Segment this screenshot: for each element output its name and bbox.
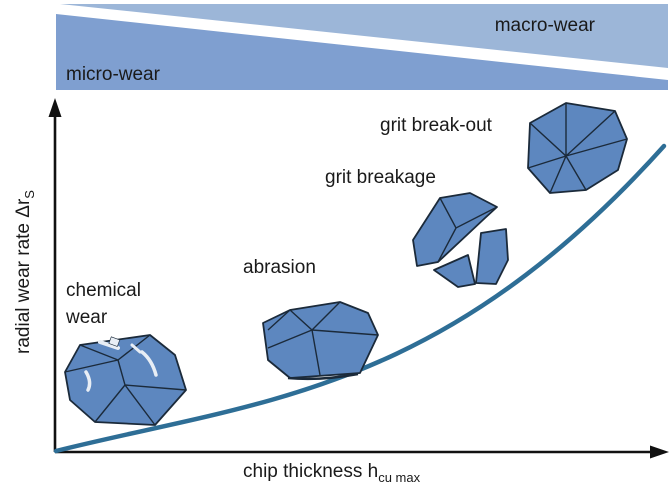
grit-breakage-grain-icon (412, 192, 509, 288)
y-axis-arrow-icon (48, 98, 62, 117)
mechanism-label-abrasion: abrasion (243, 257, 316, 278)
grit-break-out-grain-icon (527, 102, 628, 194)
abrasion-grain-icon (262, 301, 379, 381)
micro-wear-label: micro-wear (66, 64, 161, 85)
macro-wear-label: macro-wear (495, 15, 596, 36)
mechanism-label-grit-break-out: grit break-out (380, 115, 493, 136)
x-axis-arrow-icon (650, 445, 669, 459)
mechanism-label-grit-breakage: grit breakage (325, 167, 436, 188)
chemical-wear-grain-icon (64, 334, 187, 426)
mechanism-label-chemical-line-1: chemical (66, 280, 141, 301)
macro-wear-band (60, 4, 668, 68)
wear-band: macro-wear micro-wear (56, 4, 668, 90)
mechanism-grit-break-out: grit break-out (380, 102, 628, 194)
mechanism-chemical-wear: chemical wear (64, 280, 187, 426)
micro-wear-band (56, 14, 668, 90)
mechanism-label-chemical-line-2: wear (65, 307, 108, 328)
mechanism-abrasion: abrasion (243, 257, 379, 381)
x-axis-label: chip thickness hcu max (243, 461, 421, 485)
mechanism-grit-breakage: grit breakage (325, 167, 509, 288)
y-axis-label: radial wear rate ΔrS (13, 190, 37, 354)
axes (48, 98, 669, 459)
